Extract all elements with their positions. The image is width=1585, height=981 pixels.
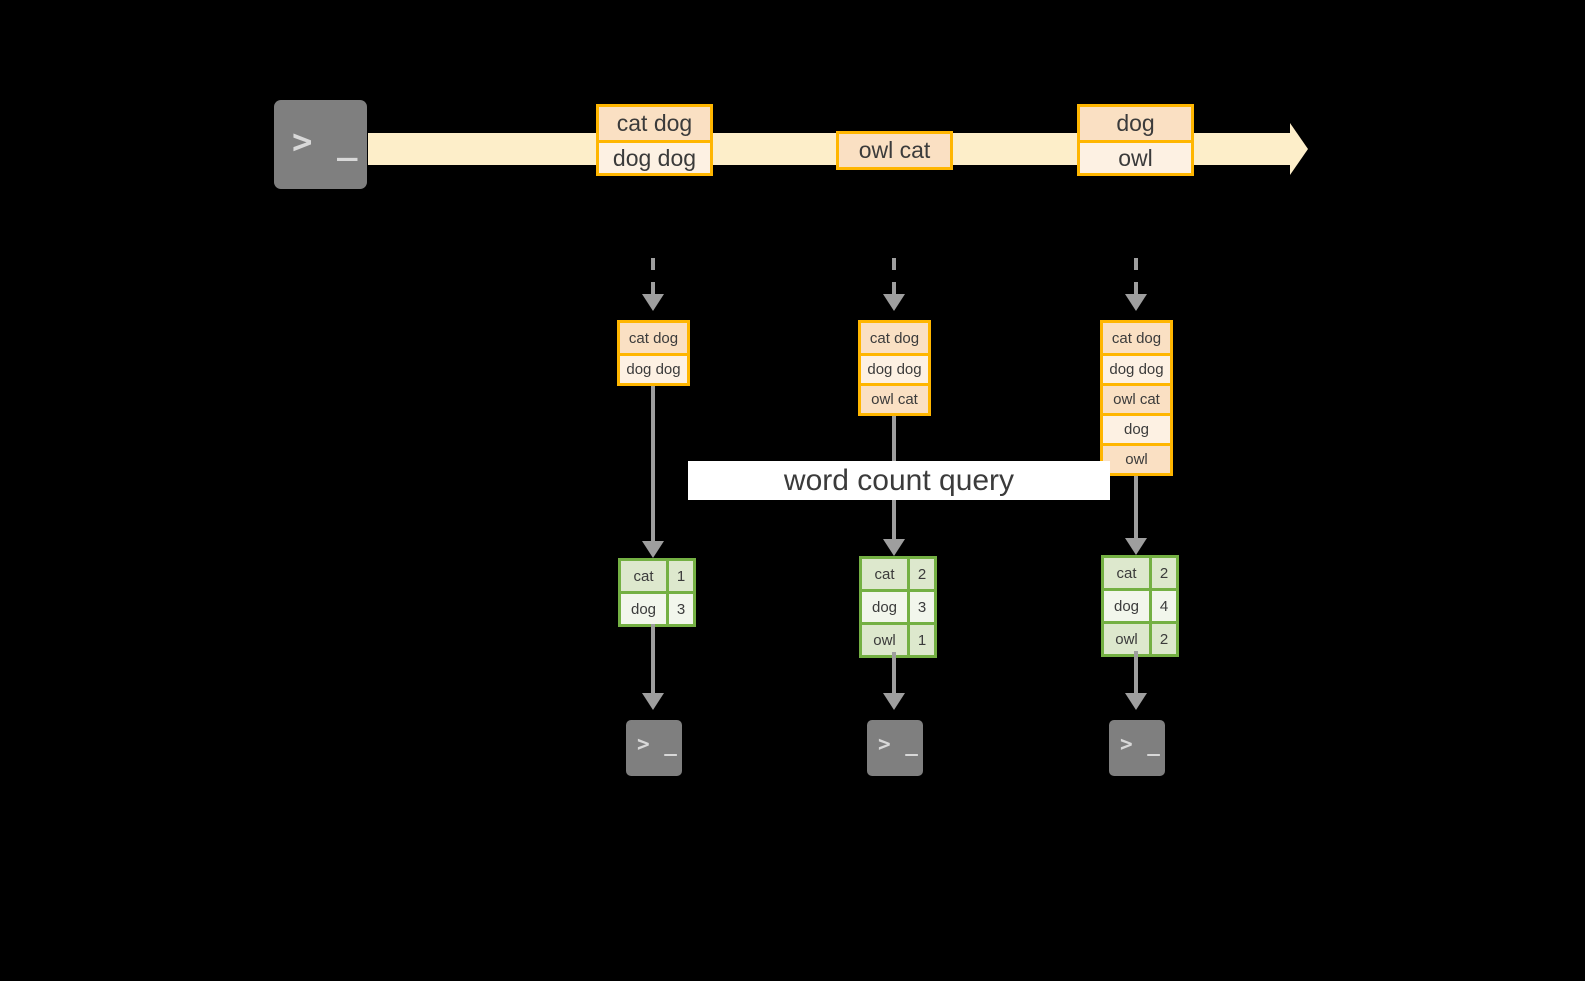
record-row: owl cat: [861, 383, 928, 413]
snapshot-2-sink-terminal-icon: > _: [861, 714, 929, 782]
snapshot-3-query-arrow-line: [1134, 476, 1138, 548]
terminal-prompt-glyph: > _: [878, 732, 919, 756]
record-row: cat dog: [861, 323, 928, 353]
snapshot-1-input-records: cat dog dog dog: [617, 320, 690, 386]
stream-records-group-2: owl cat: [836, 131, 953, 170]
table-row: cat 1: [621, 561, 693, 591]
terminal-body: [626, 720, 682, 776]
record-row: owl: [1103, 443, 1170, 473]
table-row: cat 2: [1104, 558, 1176, 588]
stream-record: owl: [1080, 140, 1191, 173]
result-count: 1: [666, 561, 693, 591]
record-row: cat dog: [1103, 323, 1170, 353]
arrow-down-icon: [883, 693, 905, 710]
record-row: dog dog: [1103, 353, 1170, 383]
result-word: owl: [1104, 624, 1149, 654]
snapshot-3-input-arrow-line: [1134, 258, 1138, 298]
snapshot-3-output-arrow-line: [1134, 651, 1138, 697]
table-row: dog 3: [621, 591, 693, 624]
terminal-prompt-glyph: > _: [637, 732, 678, 756]
table-row: cat 2: [862, 559, 934, 589]
dashed-arrow-down-icon: [642, 294, 664, 311]
snapshot-3-sink-terminal-icon: > _: [1103, 714, 1171, 782]
table-row: owl 2: [1104, 621, 1176, 654]
result-word: cat: [862, 559, 907, 589]
record-row: dog dog: [861, 353, 928, 383]
snapshot-1-input-arrow-line: [651, 258, 655, 298]
arrow-down-icon: [642, 693, 664, 710]
dashed-arrow-down-icon: [1125, 294, 1147, 311]
result-count: 2: [1149, 558, 1176, 588]
terminal-body: [274, 100, 367, 189]
snapshot-3-input-records: cat dog dog dog owl cat dog owl: [1100, 320, 1173, 476]
snapshot-2-output-arrow-line: [892, 652, 896, 697]
source-terminal-icon: > _: [267, 93, 374, 196]
stream-record: dog dog: [599, 140, 710, 173]
terminal-body: [867, 720, 923, 776]
arrow-down-icon: [1125, 693, 1147, 710]
stream-record: dog: [1080, 107, 1191, 140]
snapshot-1-output-arrow-line: [651, 624, 655, 697]
table-row: owl 1: [862, 622, 934, 655]
result-count: 1: [907, 625, 934, 655]
result-count: 3: [907, 592, 934, 622]
result-word: dog: [1104, 591, 1149, 621]
result-count: 4: [1149, 591, 1176, 621]
snapshot-2-input-arrow-line: [892, 258, 896, 298]
record-row: owl cat: [1103, 383, 1170, 413]
result-count: 2: [907, 559, 934, 589]
stream-record: cat dog: [599, 107, 710, 140]
stream-arrowhead-icon: [1290, 123, 1308, 175]
result-word: dog: [862, 592, 907, 622]
dashed-arrow-down-icon: [883, 294, 905, 311]
snapshot-3-result-table: cat 2 dog 4 owl 2: [1101, 555, 1179, 657]
result-count: 3: [666, 594, 693, 624]
snapshot-2-result-table: cat 2 dog 3 owl 1: [859, 556, 937, 658]
result-count: 2: [1149, 624, 1176, 654]
table-row: dog 4: [1104, 588, 1176, 621]
snapshot-1-sink-terminal-icon: > _: [620, 714, 688, 782]
arrow-down-icon: [642, 541, 664, 558]
terminal-prompt-glyph: > _: [1120, 732, 1161, 756]
record-row: cat dog: [620, 323, 687, 353]
result-word: owl: [862, 625, 907, 655]
terminal-body: [1109, 720, 1165, 776]
arrow-down-icon: [883, 539, 905, 556]
snapshot-2-input-records: cat dog dog dog owl cat: [858, 320, 931, 416]
result-word: cat: [1104, 558, 1149, 588]
result-word: dog: [621, 594, 666, 624]
result-word: cat: [621, 561, 666, 591]
terminal-prompt-glyph: > _: [292, 122, 360, 162]
stream-records-group-1: cat dog dog dog: [596, 104, 713, 176]
snapshot-1-query-arrow-line: [651, 386, 655, 551]
stream-records-group-3: dog owl: [1077, 104, 1194, 176]
snapshot-1-result-table: cat 1 dog 3: [618, 558, 696, 627]
stream-record: owl cat: [839, 134, 950, 167]
arrow-down-icon: [1125, 538, 1147, 555]
query-label: word count query: [688, 461, 1110, 500]
record-row: dog dog: [620, 353, 687, 383]
table-row: dog 3: [862, 589, 934, 622]
record-row: dog: [1103, 413, 1170, 443]
